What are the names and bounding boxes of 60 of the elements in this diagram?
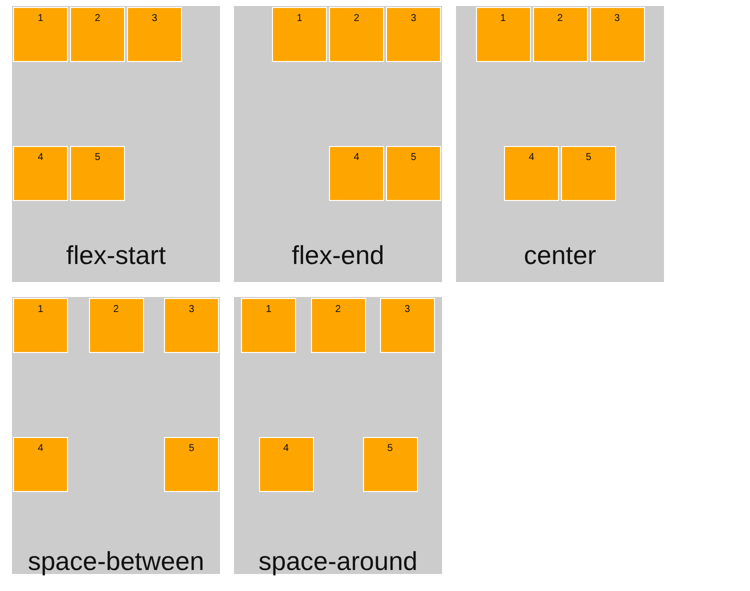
- flex-item-box: [532, 7, 588, 62]
- flex-item-box: [329, 7, 384, 62]
- flex-item-box: [386, 7, 441, 62]
- flex-item-box: [258, 437, 314, 492]
- flex-item-box: [13, 298, 68, 353]
- flex-item-box: [310, 298, 366, 353]
- flex-item-box: [362, 437, 418, 492]
- item-number: 3: [614, 13, 620, 25]
- flex-container-panel: [12, 6, 220, 282]
- justify-content-label: flex-start: [66, 240, 166, 270]
- item-number: 1: [500, 13, 506, 25]
- justify-content-label: flex-end: [292, 240, 384, 270]
- item-number: 2: [354, 13, 360, 25]
- item-number: 5: [586, 152, 592, 164]
- flex-item-box: [590, 7, 644, 62]
- flex-item-box: [561, 146, 616, 201]
- flex-item-box: [70, 146, 125, 201]
- flex-item-box: [504, 146, 559, 201]
- item-number: 5: [410, 152, 416, 164]
- flex-item-box: [13, 146, 68, 201]
- item-number: 4: [283, 443, 289, 455]
- item-number: 5: [387, 443, 393, 455]
- item-number: 3: [152, 13, 158, 25]
- item-number: 4: [528, 152, 534, 164]
- justify-content-label: space-between: [28, 546, 204, 576]
- item-number: 1: [266, 304, 272, 316]
- flex-container-panel: [234, 6, 442, 282]
- flex-container-panel: [234, 297, 442, 574]
- item-number: 2: [113, 304, 119, 316]
- flex-item-box: [476, 7, 530, 62]
- item-number: 2: [335, 304, 341, 316]
- item-number: 4: [354, 152, 360, 164]
- item-number: 1: [38, 13, 44, 25]
- item-number: 3: [404, 304, 410, 316]
- flex-item-box: [386, 146, 441, 201]
- item-number: 2: [557, 13, 563, 25]
- item-number: 5: [94, 152, 100, 164]
- item-number: 1: [296, 13, 302, 25]
- flex-item-box: [380, 298, 435, 353]
- justify-content-label: space-around: [258, 546, 418, 576]
- flex-item-box: [272, 7, 327, 62]
- item-number: 5: [188, 443, 194, 455]
- flex-item-box: [164, 298, 219, 353]
- item-number: 2: [94, 13, 100, 25]
- flex-item-box: [13, 7, 68, 62]
- flex-item-box: [241, 298, 296, 353]
- item-number: 4: [38, 443, 44, 455]
- flex-item-box: [70, 7, 125, 62]
- item-number: 3: [410, 13, 416, 25]
- flex-item-box: [13, 437, 68, 492]
- justify-content-label: center: [524, 240, 596, 270]
- flex-item-box: [329, 146, 384, 201]
- item-number: 3: [188, 304, 194, 316]
- item-number: 4: [38, 152, 44, 164]
- flex-item-box: [88, 298, 144, 353]
- flex-container-panel: [456, 6, 664, 282]
- item-number: 1: [38, 304, 44, 316]
- flex-item-box: [127, 7, 182, 62]
- flex-container-panel: [12, 297, 220, 574]
- flex-item-box: [164, 437, 219, 492]
